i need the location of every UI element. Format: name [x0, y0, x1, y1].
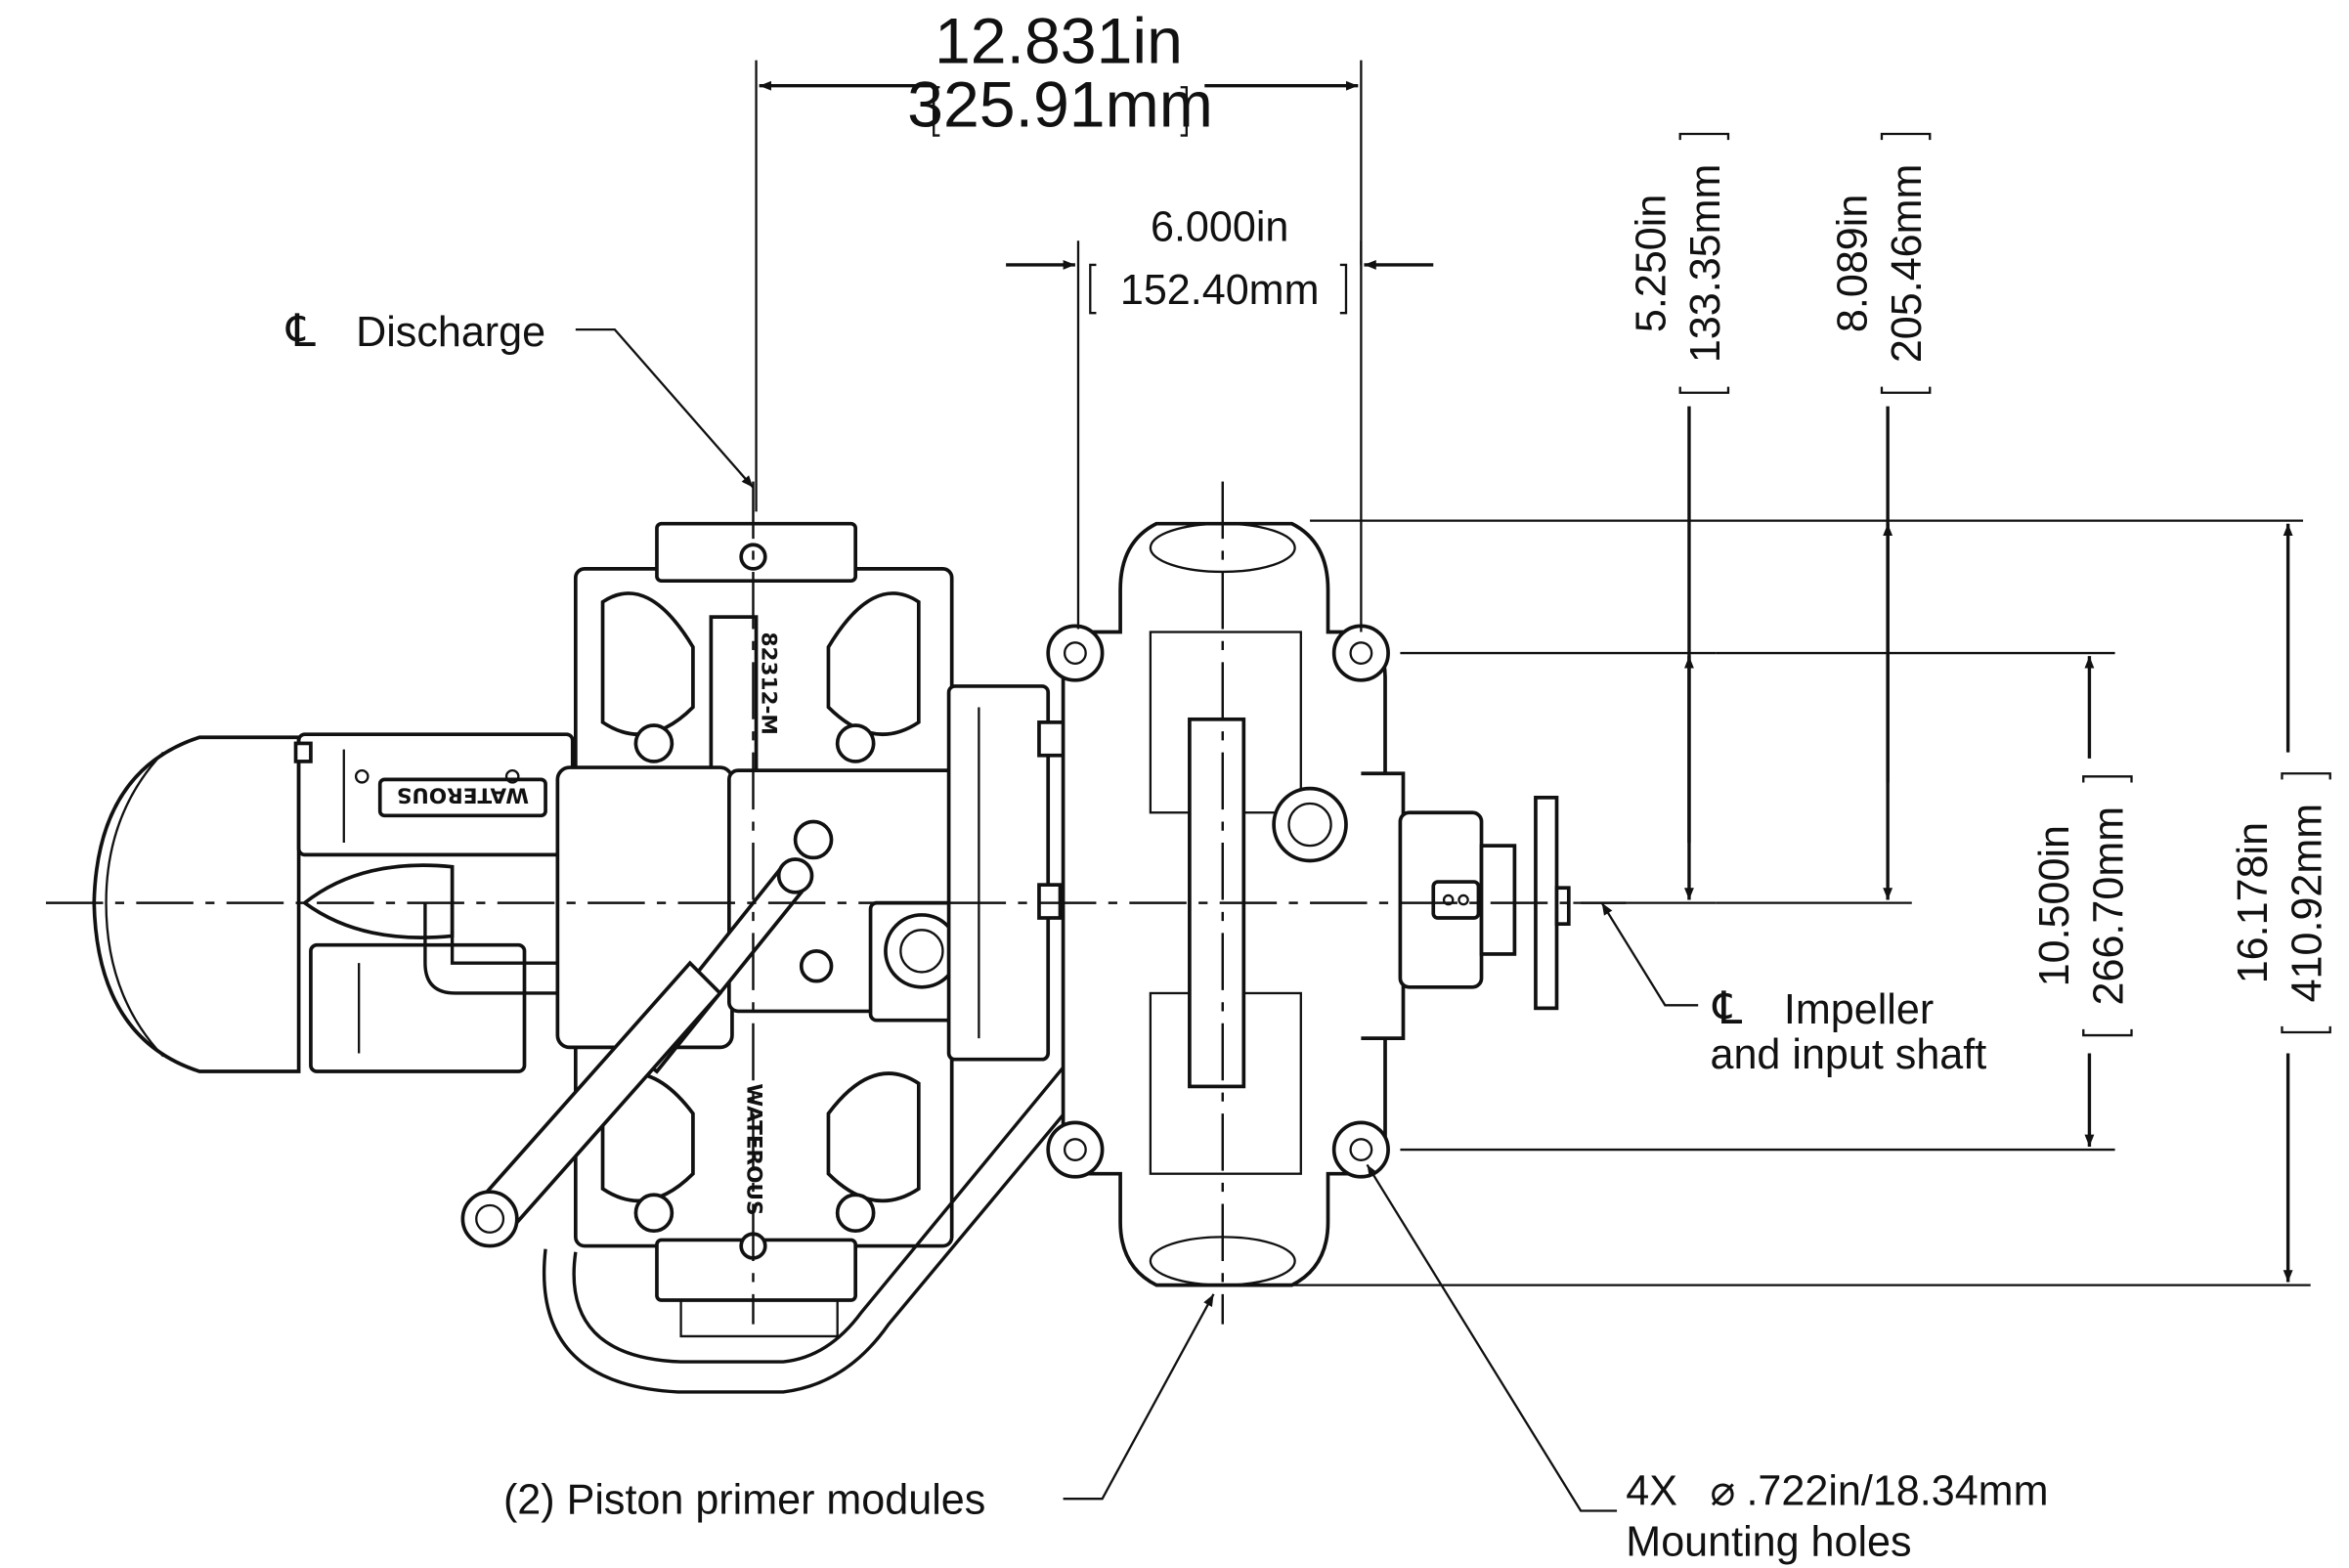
dim-hole-spacing-vertical: 10.500in 266.70mm: [2031, 775, 2133, 1037]
dim-mount-to-center-mm: 133.35mm: [1682, 164, 1729, 364]
callout-holes-label: Mounting holes: [1626, 1519, 1911, 1566]
dim-top-to-center-in: 8.089in: [1830, 195, 1877, 332]
callout-impeller-line2: and input shaft: [1711, 1031, 1987, 1078]
centerline-symbol: ℄: [285, 305, 316, 356]
centerlines: [45, 481, 1627, 1325]
dim-overall-height-in: 16.178in: [2230, 822, 2277, 983]
callout-holes-size: .722in/18.34mm: [1746, 1467, 2048, 1514]
pump-casing: [1046, 521, 1406, 1287]
dim-overall-height-mm: 410.92mm: [2284, 804, 2330, 1003]
dim-top-to-center-mm: 205.46mm: [1884, 164, 1931, 364]
dim-hole-spacing-horizontal-mm: 152.40mm: [1120, 267, 1320, 314]
dim-hole-spacing-horizontal-in: 6.000in: [1151, 203, 1288, 250]
dim-mount-to-center: 5.250in 133.35mm: [1628, 132, 1730, 394]
callout-primer: (2) Piston primer modules: [503, 1293, 1215, 1524]
dimension-lines: [755, 60, 2311, 1286]
dim-top-to-center: 8.089in 205.46mm: [1830, 132, 1932, 394]
dim-hole-spacing-horizontal: 6.000in 152.40mm: [1089, 203, 1348, 315]
dim-mount-to-center-in: 5.250in: [1628, 195, 1675, 332]
input-shaft: [1398, 796, 1571, 1011]
callout-discharge: ℄ Discharge: [285, 305, 755, 489]
primer-handles: [460, 857, 814, 1248]
callout-primer-label: (2) Piston primer modules: [503, 1477, 985, 1524]
callout-holes-count: 4X: [1626, 1467, 1677, 1514]
dim-overall-height: 16.178in 410.92mm: [2230, 772, 2331, 1034]
dim-overall-width-in: 12.831in: [935, 6, 1183, 78]
pump-assembly: WATEROUS 82312-M WATEROUS: [92, 521, 1571, 1394]
dim-hole-spacing-vertical-mm: 266.70mm: [2085, 806, 2132, 1006]
dim-overall-width-mm: 325.91mm: [907, 68, 1213, 141]
callout-mounting-holes: 4X ⌀ .722in/18.34mm Mounting holes: [1366, 1163, 2048, 1566]
motor-brand-marking: WATEROUS: [397, 783, 529, 807]
part-number-marking: 82312-M: [757, 632, 781, 735]
centerline-symbol: ℄: [1713, 982, 1743, 1033]
discharge-valve-body: 82312-M WATEROUS: [555, 521, 1071, 1338]
dim-overall-width: 12.831in 325.91mm: [907, 6, 1213, 142]
callout-impeller-line1: Impeller: [1784, 986, 1934, 1033]
diameter-symbol: ⌀: [1711, 1467, 1736, 1514]
callout-impeller: ℄ Impeller and input shaft: [1600, 902, 1987, 1078]
callout-discharge-label: Discharge: [356, 309, 545, 356]
primer-motor: WATEROUS: [92, 732, 575, 1073]
dim-hole-spacing-vertical-in: 10.500in: [2031, 825, 2078, 986]
